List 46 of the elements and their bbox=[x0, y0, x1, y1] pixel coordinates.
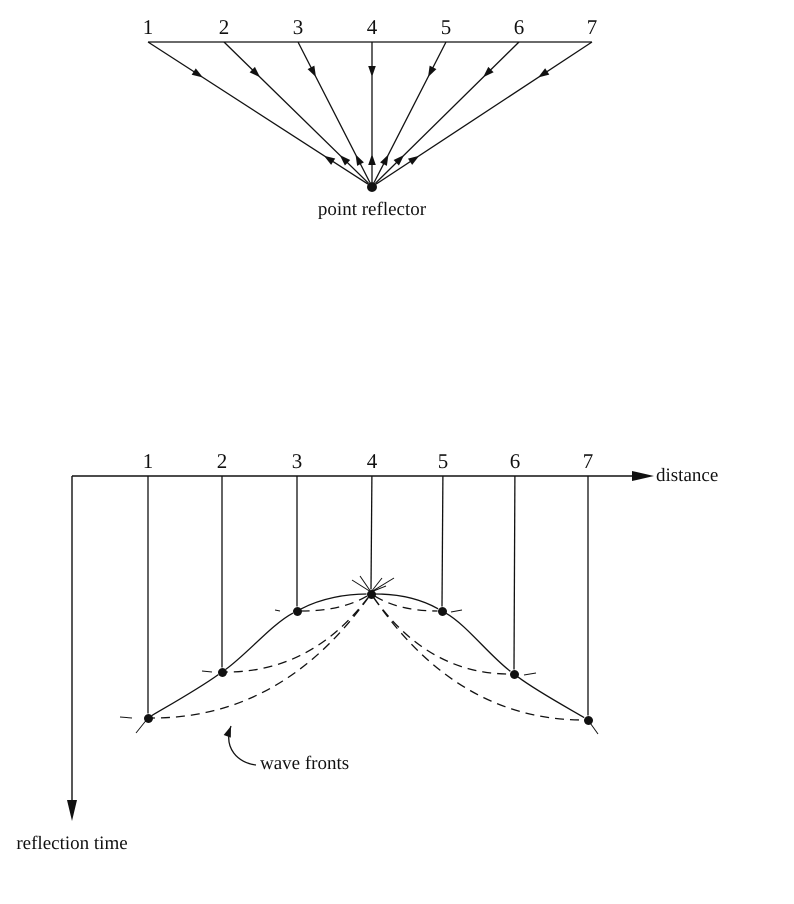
point-reflector bbox=[367, 182, 377, 192]
station-number: 4 bbox=[359, 14, 385, 42]
station-number: 2 bbox=[209, 448, 235, 476]
station-number: 7 bbox=[575, 448, 601, 476]
connector-line bbox=[151, 674, 219, 716]
station-number: 3 bbox=[284, 448, 310, 476]
leader-arrow bbox=[224, 726, 256, 766]
axis-label: reflection time bbox=[15, 833, 129, 854]
station-number: 6 bbox=[506, 14, 532, 42]
station-number: 6 bbox=[502, 448, 528, 476]
ray-arrow bbox=[374, 42, 447, 183]
ray-arrow bbox=[148, 41, 368, 185]
connector-line bbox=[517, 676, 585, 718]
connector-line bbox=[513, 476, 516, 670]
connector-line bbox=[441, 476, 444, 606]
station-number: 7 bbox=[579, 14, 605, 42]
reflection-point bbox=[292, 606, 302, 616]
axis-label: distance bbox=[656, 465, 720, 486]
connector-line bbox=[152, 597, 369, 719]
connector-line bbox=[221, 476, 223, 668]
ray-arrow bbox=[297, 42, 370, 183]
station-number: 5 bbox=[430, 448, 456, 476]
node-caption: point reflector bbox=[316, 199, 428, 220]
station-number: 1 bbox=[135, 448, 161, 476]
ray-arrow bbox=[368, 42, 376, 182]
ray-arrow bbox=[376, 41, 592, 185]
connector-line bbox=[587, 476, 589, 716]
station-number: 3 bbox=[285, 14, 311, 42]
reflection-point bbox=[438, 606, 446, 616]
station-number: 2 bbox=[211, 14, 237, 42]
connector-line bbox=[147, 476, 149, 714]
ray-arrow bbox=[224, 42, 370, 184]
callout-label: wave fronts bbox=[256, 752, 376, 778]
station-number: 4 bbox=[359, 448, 385, 476]
reflection-point bbox=[584, 716, 592, 724]
reflection-point bbox=[510, 670, 518, 678]
station-number: 1 bbox=[135, 14, 161, 42]
connector-line bbox=[296, 476, 298, 606]
reflection-point bbox=[218, 668, 226, 676]
connector-line bbox=[370, 476, 373, 590]
ray-arrow bbox=[374, 42, 520, 184]
connector-line bbox=[226, 597, 369, 673]
connector-line bbox=[446, 612, 511, 672]
connector-line bbox=[225, 612, 294, 670]
reflection-point bbox=[144, 714, 152, 722]
station-number: 5 bbox=[433, 14, 459, 42]
